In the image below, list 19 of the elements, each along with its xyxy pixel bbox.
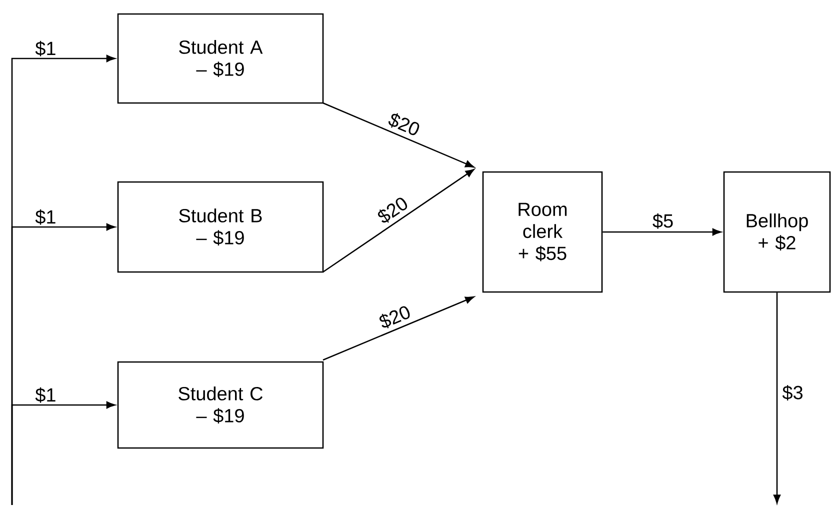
arrow bbox=[602, 228, 722, 236]
edge-label: $1 bbox=[34, 40, 58, 58]
arrow bbox=[773, 292, 781, 504]
arrow bbox=[322, 168, 474, 273]
edge-label: $20 bbox=[385, 110, 424, 140]
arrow bbox=[322, 296, 474, 361]
edge-label: $3 bbox=[781, 384, 804, 402]
box: Student B – $19 bbox=[117, 181, 324, 273]
edge-label: $1 bbox=[34, 208, 58, 226]
box: Room clerk + $55 bbox=[482, 171, 603, 293]
arrow bbox=[322, 102, 474, 168]
edge-label: $5 bbox=[651, 212, 675, 230]
edge-label: $20 bbox=[376, 302, 414, 332]
edge-label: $20 bbox=[374, 194, 412, 227]
arrow bbox=[11, 401, 116, 505]
edge-label: $1 bbox=[34, 386, 58, 404]
box: Student C – $19 bbox=[117, 361, 324, 449]
box: Student A – $19 bbox=[117, 13, 324, 104]
box: Bellhop + $2 bbox=[723, 171, 831, 293]
